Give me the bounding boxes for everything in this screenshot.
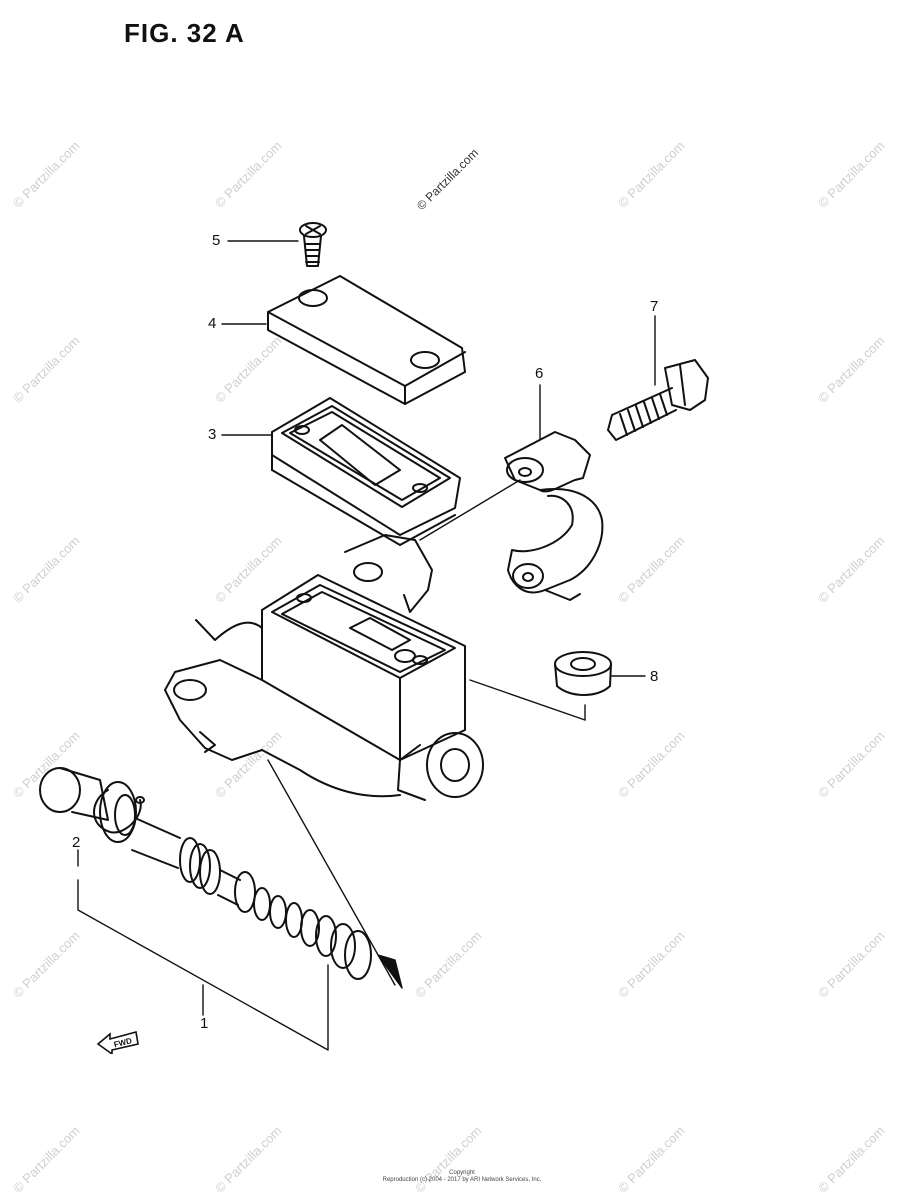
axis-line-piston (267, 759, 396, 986)
part-6-clamp[interactable] (504, 431, 604, 601)
figure-title: FIG. 32 A (124, 18, 245, 48)
part-8-seal[interactable] (554, 651, 612, 696)
footer: Copyright Reproduction (c) 2004 - 2017 b… (0, 1170, 924, 1184)
arrow-left-icon: FWD (96, 1030, 139, 1056)
axis-arrow-head (377, 954, 403, 989)
footer-line-2: Reproduction (c) 2004 - 2017 by ARI Netw… (382, 1177, 542, 1183)
callout-1: 1 (200, 1015, 209, 1032)
callout-2: 2 (72, 834, 81, 851)
callout-3: 3 (208, 426, 217, 443)
part-2-circlip[interactable] (93, 789, 145, 834)
master-cylinder-body[interactable] (164, 534, 484, 801)
fwd-label: FWD (113, 1036, 133, 1049)
fwd-marker: FWD (96, 1030, 140, 1059)
leader-lines (77, 240, 656, 1051)
part-5-cover-screw[interactable] (299, 222, 327, 267)
part-7-clamp-bolt[interactable] (607, 359, 709, 441)
callout-8: 8 (650, 668, 659, 685)
part-4-reservoir-cap[interactable] (267, 275, 466, 405)
callout-4: 4 (208, 315, 217, 332)
leader-line-1 (77, 879, 329, 1051)
axis-line-clamp (419, 479, 521, 541)
footer-line-1: Copyright (449, 1170, 475, 1176)
part-3-diaphragm[interactable] (271, 397, 461, 546)
callout-7: 7 (650, 298, 659, 315)
axis-line-seal (469, 679, 586, 721)
callout-6: 6 (535, 365, 544, 382)
part-1-piston-kit[interactable] (39, 767, 372, 980)
callout-5: 5 (212, 232, 221, 249)
